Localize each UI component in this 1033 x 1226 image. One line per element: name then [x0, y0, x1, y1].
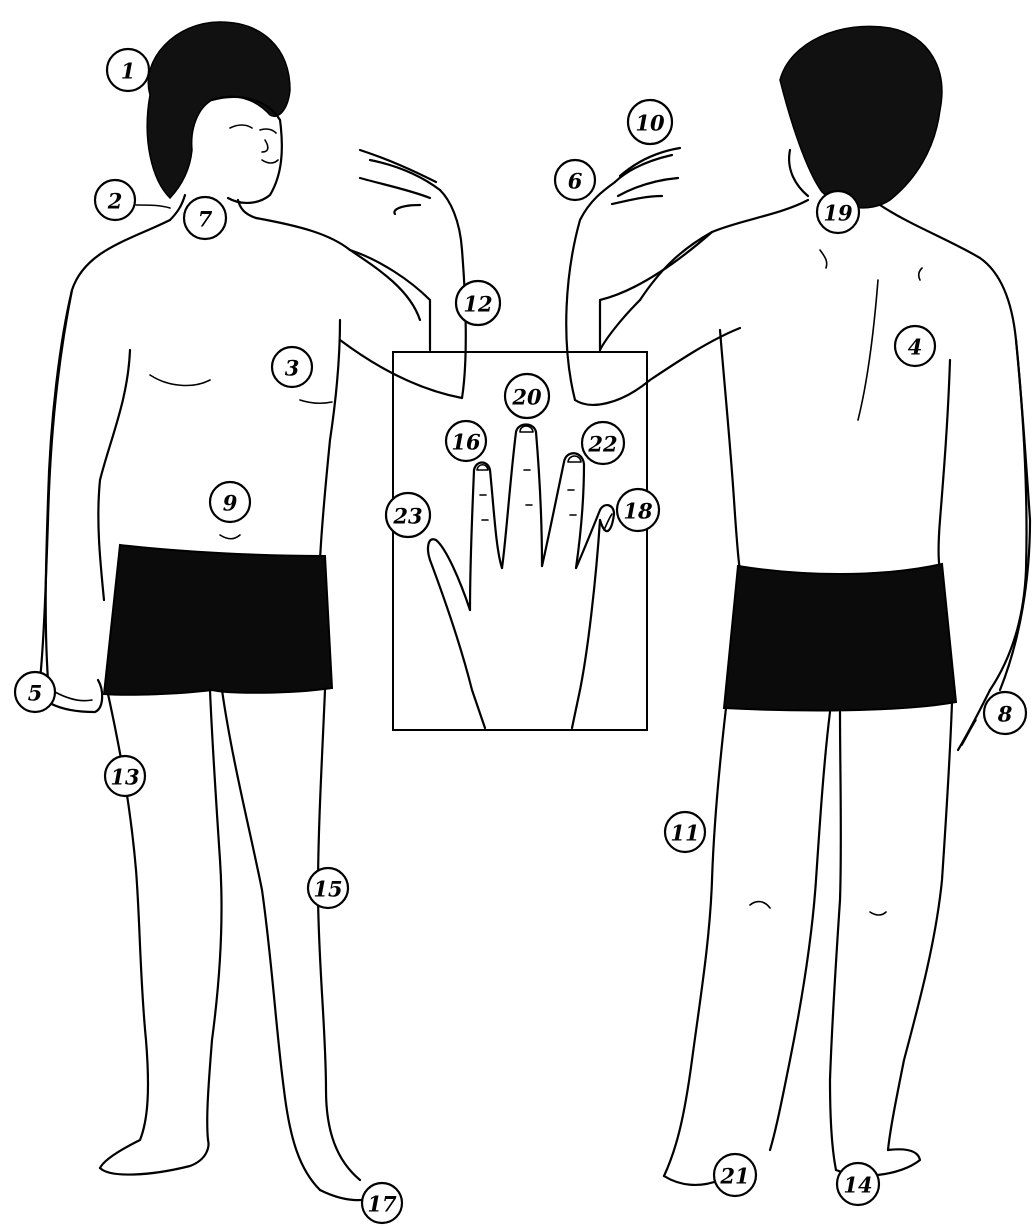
front-shorts [104, 545, 332, 695]
callout-7: 7 [184, 197, 226, 239]
callout-number: 20 [511, 385, 542, 410]
callout-number: 23 [392, 504, 422, 529]
callout-12: 12 [456, 281, 500, 325]
callout-8: 8 [984, 692, 1026, 734]
callout-number: 21 [719, 1164, 749, 1189]
callout-16: 16 [446, 421, 486, 461]
callout-number: 8 [997, 702, 1013, 727]
callout-14: 14 [837, 1163, 879, 1205]
callout-number: 13 [110, 765, 139, 790]
back-shorts [724, 564, 956, 710]
callout-number: 7 [198, 207, 213, 232]
callout-number: 16 [451, 430, 481, 455]
callout-number: 11 [670, 821, 699, 846]
callout-15: 15 [308, 868, 348, 908]
callout-13: 13 [105, 756, 145, 796]
callout-3: 3 [272, 347, 312, 387]
callout-1: 1 [107, 49, 149, 91]
callout-number: 6 [568, 169, 583, 194]
callout-4: 4 [895, 326, 935, 366]
callout-21: 21 [714, 1154, 756, 1196]
front-hair [147, 22, 290, 198]
callout-18: 18 [617, 489, 659, 531]
callout-number: 18 [623, 499, 653, 524]
callout-19: 19 [817, 191, 859, 233]
callout-number: 12 [463, 292, 492, 317]
callout-number: 15 [313, 877, 342, 902]
callout-10: 10 [628, 100, 672, 144]
callout-number: 5 [28, 681, 43, 706]
callout-20: 20 [505, 374, 549, 418]
callout-number: 14 [843, 1173, 872, 1198]
callout-number: 22 [587, 432, 617, 457]
callout-22: 22 [582, 422, 624, 464]
callout-23: 23 [386, 493, 430, 537]
callout-9: 9 [210, 482, 250, 522]
callout-2: 2 [95, 180, 135, 220]
callout-number: 9 [223, 491, 238, 516]
callout-6: 6 [555, 160, 595, 200]
callout-17: 17 [362, 1183, 402, 1223]
callout-number: 1 [121, 59, 136, 84]
callout-number: 3 [285, 356, 300, 381]
back-hair [780, 26, 942, 207]
callout-number: 2 [107, 189, 123, 214]
callout-11: 11 [665, 812, 705, 852]
callout-number: 17 [367, 1192, 397, 1217]
callout-number: 19 [823, 201, 853, 226]
callout-number: 10 [635, 111, 665, 136]
callout-5: 5 [15, 672, 55, 712]
callout-number: 4 [908, 335, 923, 360]
